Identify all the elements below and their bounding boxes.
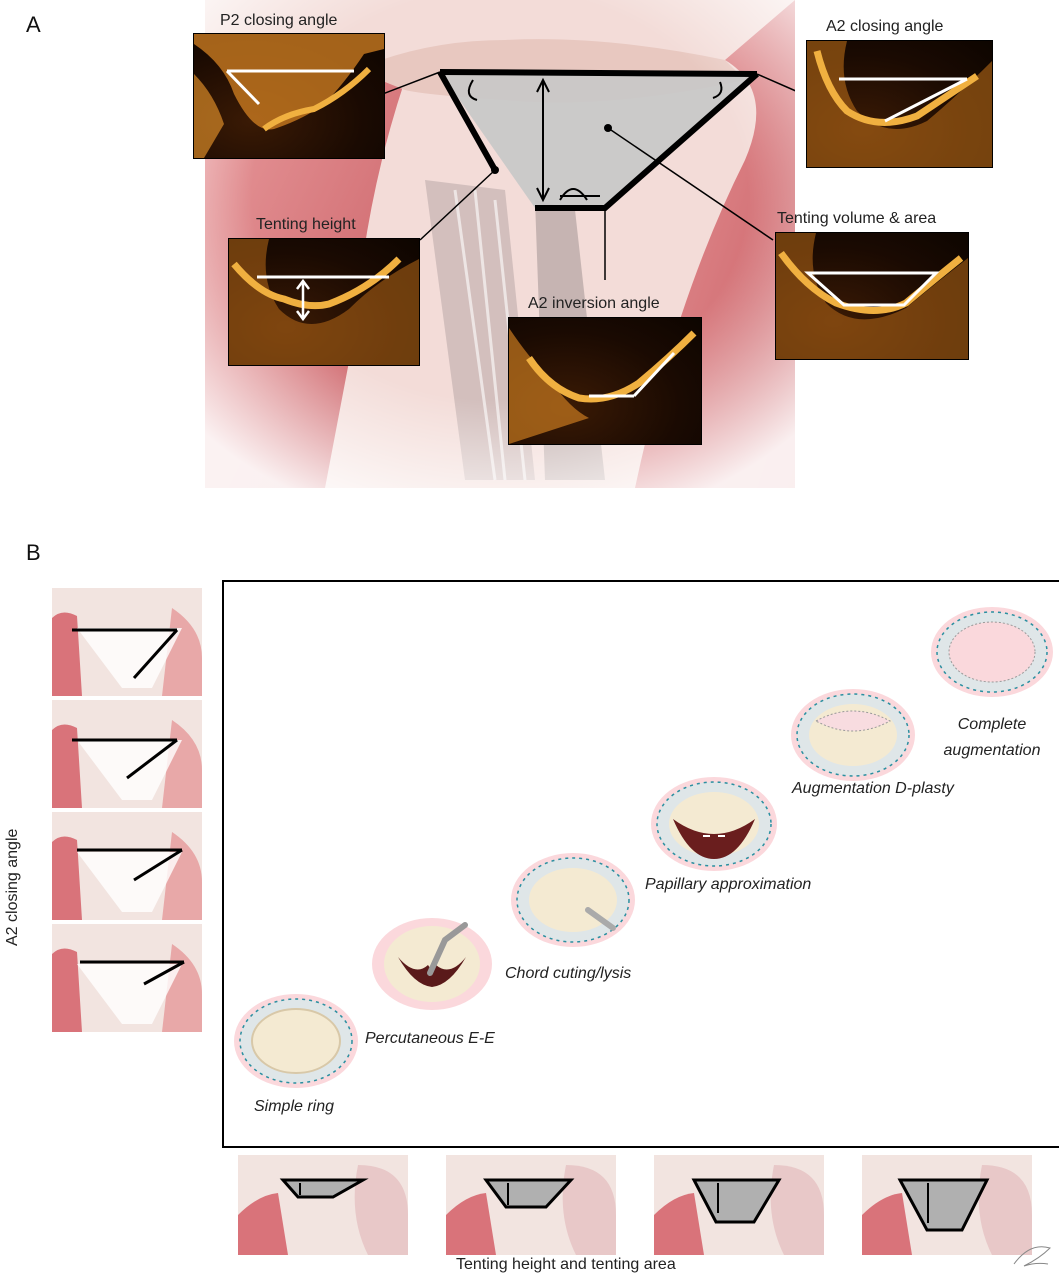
label-percutaneous-ee: Percutaneous E-E (365, 1030, 495, 1048)
echo-tenting-height (228, 238, 420, 366)
artist-signature (1010, 1238, 1054, 1272)
closing-angle-thumb-2 (52, 700, 202, 808)
a2-closing-angle-label: A2 closing angle (826, 18, 943, 36)
papillary-approximation-illustration (648, 774, 780, 874)
tenting-thumb-2 (446, 1155, 616, 1255)
complete-augmentation-illustration (928, 604, 1056, 700)
echo-a2-inversion (508, 317, 702, 445)
echo-a2-closing (806, 40, 993, 168)
echo-tenting-volume (775, 232, 969, 360)
label-chord-cutting: Chord cuting/lysis (505, 965, 631, 983)
y-axis-label: A2 closing angle (4, 829, 22, 946)
simple-ring-illustration (232, 992, 360, 1090)
tenting-height-label: Tenting height (256, 216, 356, 234)
p2-closing-angle-label: P2 closing angle (220, 12, 337, 30)
tenting-thumb-3 (654, 1155, 824, 1255)
label-papillary-approximation: Papillary approximation (645, 876, 811, 894)
panel-a-letter: A (26, 12, 41, 38)
label-augmentation-dplasty: Augmentation D-plasty (792, 780, 954, 798)
percutaneous-ee-illustration (370, 915, 495, 1013)
label-simple-ring: Simple ring (254, 1098, 334, 1116)
closing-angle-thumb-1 (52, 588, 202, 696)
closing-angle-thumb-4 (52, 924, 202, 1032)
chord-cutting-illustration (508, 850, 638, 950)
echo-p2-closing (193, 33, 385, 159)
closing-angle-thumb-3 (52, 812, 202, 920)
tenting-thumb-4 (862, 1155, 1032, 1255)
label-complete-augmentation: Complete augmentation (930, 712, 1054, 764)
a2-inversion-angle-label: A2 inversion angle (528, 295, 660, 313)
panel-b-letter: B (26, 540, 41, 566)
x-axis-label: Tenting height and tenting area (456, 1256, 676, 1274)
tenting-thumb-1 (238, 1155, 408, 1255)
augmentation-dplasty-illustration (788, 686, 918, 784)
tenting-volume-label: Tenting volume & area (777, 210, 936, 228)
